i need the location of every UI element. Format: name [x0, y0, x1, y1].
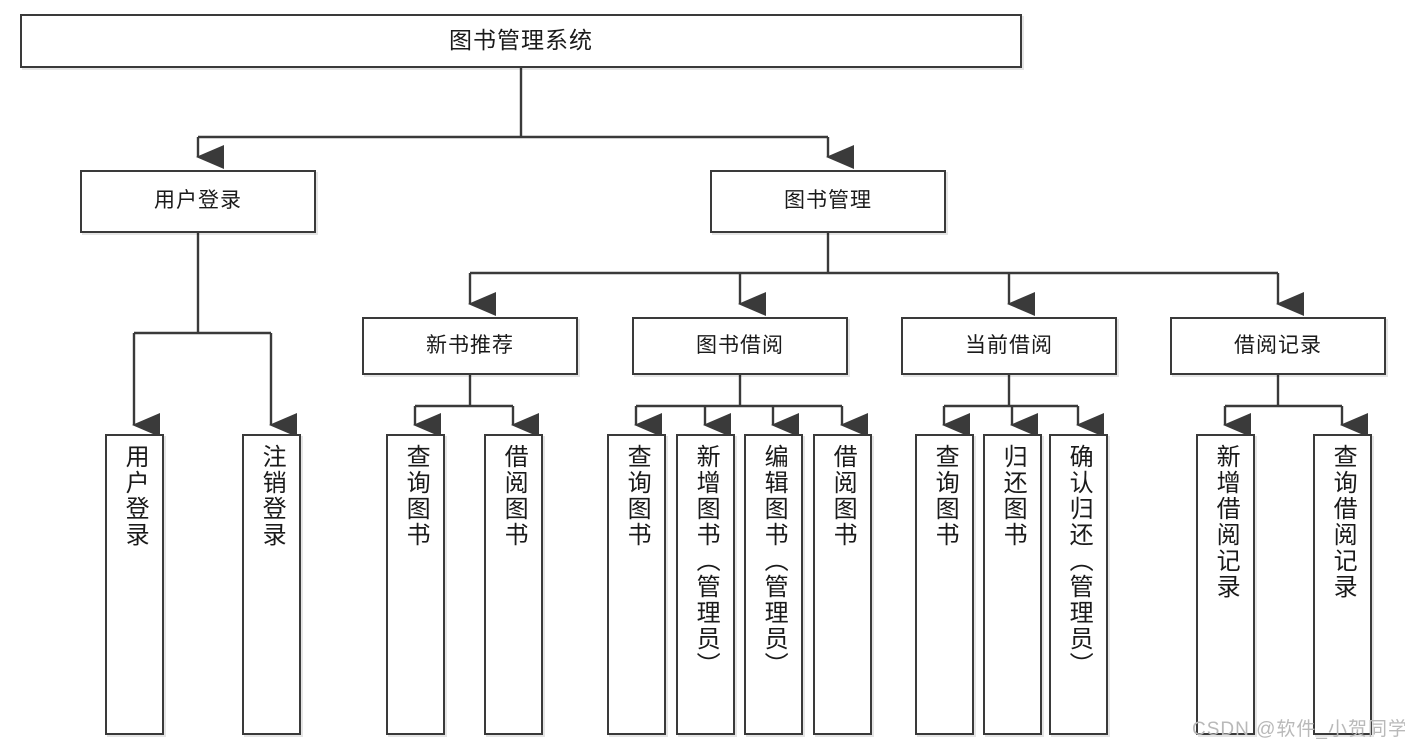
- node-leaf-query-book-3-label: 查询图书: [931, 444, 959, 548]
- node-book-management-label: 图书管理: [784, 189, 872, 213]
- node-leaf-query-book-2-label: 查询图书: [623, 444, 651, 548]
- node-leaf-borrow-book-2[interactable]: 借阅图书: [813, 434, 872, 735]
- node-new-book-recommend[interactable]: 新书推荐: [362, 317, 578, 375]
- csdn-watermark: CSDN @软件_小贺同学: [1192, 719, 1405, 740]
- node-leaf-borrow-book-2-label: 借阅图书: [829, 444, 857, 548]
- node-leaf-edit-book[interactable]: 编辑图书（管理员）: [744, 434, 803, 735]
- node-leaf-confirm-return-label: 确认归还（管理员）: [1065, 444, 1093, 678]
- node-book-management[interactable]: 图书管理: [710, 170, 946, 233]
- node-leaf-add-record[interactable]: 新增借阅记录: [1196, 434, 1255, 735]
- node-leaf-add-book-label: 新增图书（管理员）: [692, 444, 720, 678]
- node-leaf-logout[interactable]: 注销登录: [242, 434, 301, 735]
- node-leaf-query-book-1-label: 查询图书: [402, 444, 430, 548]
- node-leaf-add-record-label: 新增借阅记录: [1212, 444, 1240, 600]
- node-new-book-recommend-label: 新书推荐: [426, 333, 514, 357]
- node-leaf-query-book-1[interactable]: 查询图书: [386, 434, 445, 735]
- node-leaf-query-book-2[interactable]: 查询图书: [607, 434, 666, 735]
- node-leaf-query-record[interactable]: 查询借阅记录: [1313, 434, 1372, 735]
- node-user-login[interactable]: 用户登录: [80, 170, 316, 233]
- node-borrow-record-label: 借阅记录: [1234, 333, 1322, 357]
- node-leaf-add-book[interactable]: 新增图书（管理员）: [676, 434, 735, 735]
- node-root[interactable]: 图书管理系统: [20, 14, 1022, 68]
- node-leaf-query-record-label: 查询借阅记录: [1329, 444, 1357, 600]
- node-leaf-borrow-book-1[interactable]: 借阅图书: [484, 434, 543, 735]
- node-leaf-user-login[interactable]: 用户登录: [105, 434, 164, 735]
- node-leaf-return-book-label: 归还图书: [999, 444, 1027, 548]
- node-borrow-record[interactable]: 借阅记录: [1170, 317, 1386, 375]
- node-current-borrow[interactable]: 当前借阅: [901, 317, 1117, 375]
- node-book-borrow[interactable]: 图书借阅: [632, 317, 848, 375]
- node-leaf-return-book[interactable]: 归还图书: [983, 434, 1042, 735]
- node-user-login-label: 用户登录: [154, 189, 242, 213]
- node-leaf-user-login-label: 用户登录: [121, 444, 149, 548]
- node-leaf-edit-book-label: 编辑图书（管理员）: [760, 444, 788, 678]
- node-root-label: 图书管理系统: [449, 27, 593, 54]
- node-leaf-borrow-book-1-label: 借阅图书: [500, 444, 528, 548]
- node-current-borrow-label: 当前借阅: [965, 333, 1053, 357]
- node-book-borrow-label: 图书借阅: [696, 333, 784, 357]
- node-leaf-query-book-3[interactable]: 查询图书: [915, 434, 974, 735]
- node-leaf-logout-label: 注销登录: [258, 444, 286, 548]
- node-leaf-confirm-return[interactable]: 确认归还（管理员）: [1049, 434, 1108, 735]
